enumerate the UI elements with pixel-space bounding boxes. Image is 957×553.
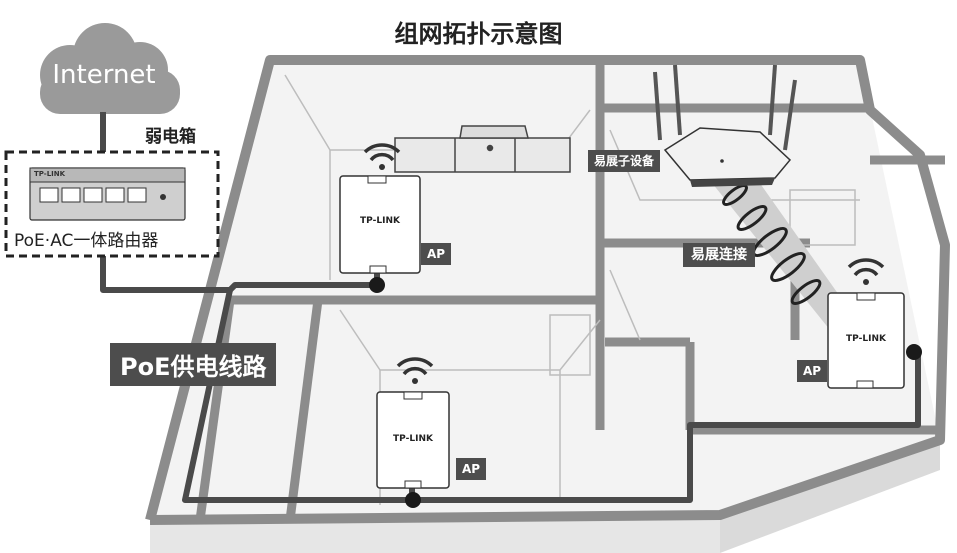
router-brand-label: TP-LINK [34, 170, 66, 178]
internet-cloud [40, 23, 180, 114]
router-device [29, 167, 186, 221]
poe-line-label: PoE供电线路 [110, 343, 277, 386]
mesh-router [653, 64, 797, 187]
ap2-brand: TP-LINK [393, 434, 433, 444]
cable-node-ap1 [369, 277, 385, 293]
ap3-brand: TP-LINK [846, 334, 886, 344]
ap3-tag: AP [797, 360, 828, 382]
weak-box-label: 弱电箱 [145, 127, 196, 147]
ap-device-2 [376, 357, 450, 489]
building-right-face [720, 440, 940, 553]
ap1-tag: AP [421, 243, 452, 265]
cabinet [394, 125, 571, 173]
inner-walls [195, 62, 945, 521]
internet-label: Internet [52, 60, 156, 90]
building-base-face [150, 515, 720, 553]
ap-device-3 [827, 258, 905, 389]
ap-device-1 [339, 143, 421, 274]
mesh-link-tag: 易展连接 [683, 243, 755, 267]
router-box-label: PoE·AC一体路由器 [14, 231, 159, 251]
mesh-device-tag: 易展子设备 [588, 150, 661, 172]
cable-node-ap2 [405, 492, 421, 508]
cable-node-ap3 [906, 344, 922, 360]
ap2-tag: AP [456, 458, 487, 480]
diagram-title: 组网拓扑示意图 [394, 20, 563, 48]
ap1-brand: TP-LINK [360, 216, 400, 226]
outer-wall [145, 55, 950, 525]
